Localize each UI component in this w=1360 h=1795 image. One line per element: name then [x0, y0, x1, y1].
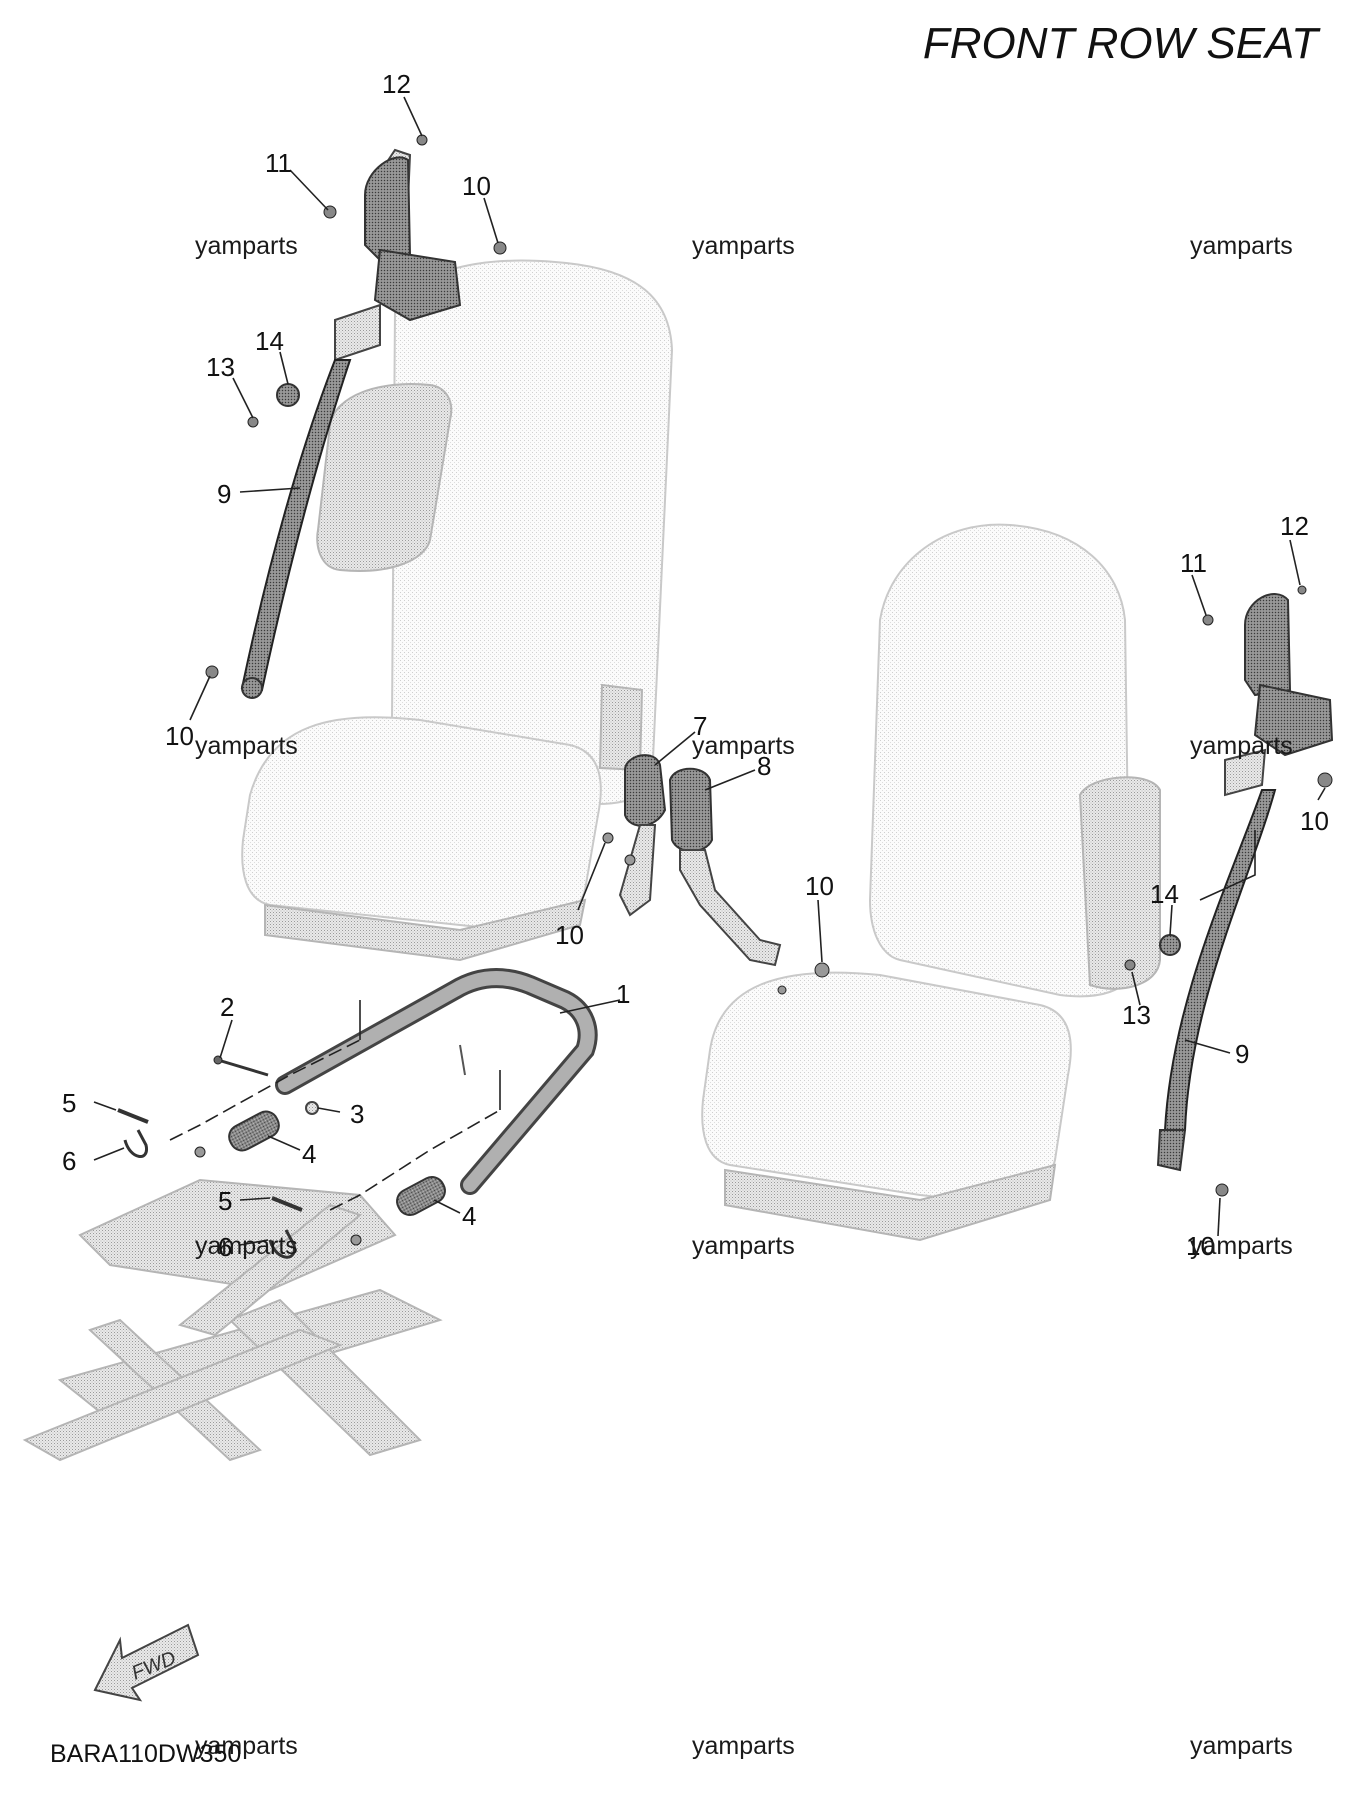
callout-10-right-top: 10 [1300, 806, 1329, 836]
callout-5-left: 5 [62, 1088, 76, 1118]
callout-10-buckle-right: 10 [805, 871, 834, 901]
callout-14-left: 14 [255, 326, 284, 356]
bolt-part-2 [213, 1055, 269, 1077]
callout-10-left-top: 10 [462, 171, 491, 201]
callout-14-right: 14 [1150, 879, 1179, 909]
seat-frame-illustration [22, 1178, 443, 1462]
watermark: yamparts [1190, 232, 1293, 260]
callout-10-buckle-left: 10 [555, 920, 584, 950]
leader-lines [93, 96, 1326, 1246]
callout-8: 8 [757, 751, 771, 781]
callout-5-right: 5 [218, 1186, 232, 1216]
callout-1: 1 [616, 979, 630, 1009]
callout-12-right: 12 [1280, 511, 1309, 541]
callout-3: 3 [350, 1099, 364, 1129]
callout-6-left: 6 [62, 1146, 76, 1176]
right-seat-illustration [701, 523, 1161, 1242]
callout-10-left-bottom: 10 [165, 721, 194, 751]
callout-9-left: 9 [217, 479, 231, 509]
watermark: yamparts [195, 232, 298, 260]
callout-labels: 12 11 10 14 13 9 10 7 8 10 10 1 2 3 4 4 … [62, 69, 1329, 1262]
nut-part-3 [305, 1101, 319, 1115]
watermark: yamparts [195, 732, 298, 760]
left-seat-illustration [241, 259, 674, 962]
watermark: yamparts [692, 232, 795, 260]
watermark: yamparts [1190, 1732, 1293, 1760]
washer-part-14-right [1159, 934, 1181, 956]
callout-7: 7 [693, 711, 707, 741]
callout-9-right: 9 [1235, 1039, 1249, 1069]
callout-2: 2 [220, 992, 234, 1022]
watermarks: yamparts yamparts yamparts yamparts yamp… [195, 232, 1293, 1760]
callout-10-right-bottom: 10 [1186, 1231, 1215, 1261]
collar-part-4a [228, 1110, 280, 1152]
forward-direction-arrow: FWD [93, 1623, 200, 1702]
diagram-code: BARA110DW350 [50, 1740, 241, 1768]
watermark: yamparts [195, 1732, 298, 1760]
watermark: yamparts [195, 1232, 298, 1260]
washer-part-14-left [276, 383, 300, 407]
bolt-clip-group-b [268, 1196, 362, 1259]
callout-13-right: 13 [1122, 1000, 1151, 1030]
watermark: yamparts [1190, 1232, 1293, 1260]
watermark: yamparts [692, 732, 795, 760]
buckle-assembly [602, 754, 830, 995]
callout-11-right: 11 [1180, 548, 1207, 578]
callout-4-right: 4 [462, 1201, 476, 1231]
watermark: yamparts [1190, 732, 1293, 760]
diagram-title: FRONT ROW SEAT [923, 19, 1321, 68]
callout-11-left: 11 [265, 148, 292, 178]
watermark: yamparts [692, 1232, 795, 1260]
collar-part-4b [396, 1176, 446, 1216]
callout-6-right: 6 [218, 1232, 232, 1262]
callout-12-left: 12 [382, 69, 411, 99]
seat-hoop-part [275, 968, 598, 1195]
callout-4-left: 4 [302, 1139, 316, 1169]
bolt-clip-group-a [117, 1108, 206, 1158]
left-seatbelt-assembly [205, 134, 507, 699]
callout-13-left: 13 [206, 352, 235, 382]
watermark: yamparts [692, 1732, 795, 1760]
